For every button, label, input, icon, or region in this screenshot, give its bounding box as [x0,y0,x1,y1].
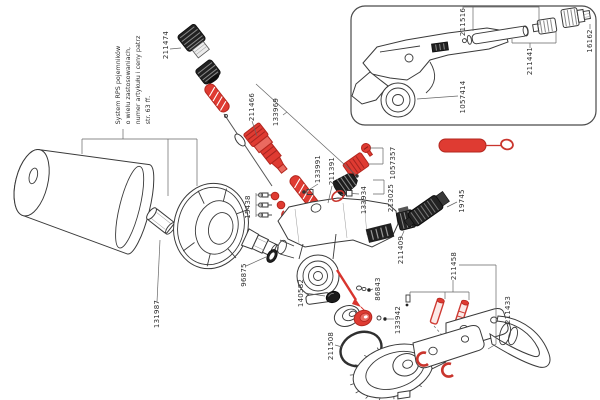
o-ring-96875 [266,249,278,263]
part-label-133934: 133934 [360,185,368,215]
air-micrometer-19745 [403,191,450,228]
leader-lines [156,47,497,350]
spring-cap-133934 [331,173,358,203]
part-label-19745: 19745 [458,189,466,213]
part-label-1057414: 1057414 [459,80,467,114]
note-line: numer artykułu i ceny patrz [134,35,142,125]
screw-set-15438 [258,191,291,221]
part-label-211391: 211391 [328,156,336,186]
part-label-211466: 211466 [248,92,256,122]
part-label-16162: 16162 [586,29,594,53]
paint-cup-drawing [13,148,155,255]
part-label-211441: 211441 [526,46,534,76]
cup-lid-drawing [173,182,249,270]
note-line: System RPS pojemników [114,45,123,125]
part-label-211433: 211433 [504,295,512,325]
part-label-133969: 133969 [272,97,280,127]
part-label-86843: 86843 [374,277,382,301]
part-label-213025: 213025 [387,183,395,213]
inset-fitting-small [532,17,558,35]
part-label-1057357: 1057357 [389,146,397,180]
part-label-15438: 15438 [244,195,252,219]
note-bracket [81,129,198,196]
trigger-drawing-211433 [412,308,551,378]
nozzle-211466 [243,122,288,174]
cleaning-brush [438,138,514,153]
note-line: str. 63 ff. [143,95,152,125]
part-label-211516: 211516 [459,7,467,37]
spring-upper [204,83,230,113]
inset-leader-lines [416,6,591,100]
knurled-cap-211474 [177,24,210,59]
part-label-133942: 133942 [394,305,402,335]
note-line: o wielu zastosowaniach, [124,46,133,125]
rps-system-note: System RPS pojemników o wielu zastosowan… [114,36,154,125]
packing-nut-140582 [325,290,341,304]
gun-body-drawing [277,197,399,305]
part-label-133991: 133991 [314,154,322,184]
part-label-140582: 140582 [297,278,305,308]
part-label-131987: 131987 [153,299,161,329]
part-label-211458: 211458 [450,251,458,281]
part-label-96875: 96875 [240,263,248,287]
part-label-211474: 211474 [162,30,170,60]
part-label-211409: 211409 [397,235,405,265]
inset-fitting-large [560,7,592,28]
part-label-211508: 211508 [327,331,335,361]
needle-spring-86843 [335,269,371,312]
knurled-ring [195,59,221,85]
paint-needle [223,113,273,187]
fluid-knob-1057357 [342,143,374,178]
inset-tube-part [461,25,529,45]
connector-sleeve [146,207,176,235]
air-distribution-ring-133942 [353,309,387,327]
